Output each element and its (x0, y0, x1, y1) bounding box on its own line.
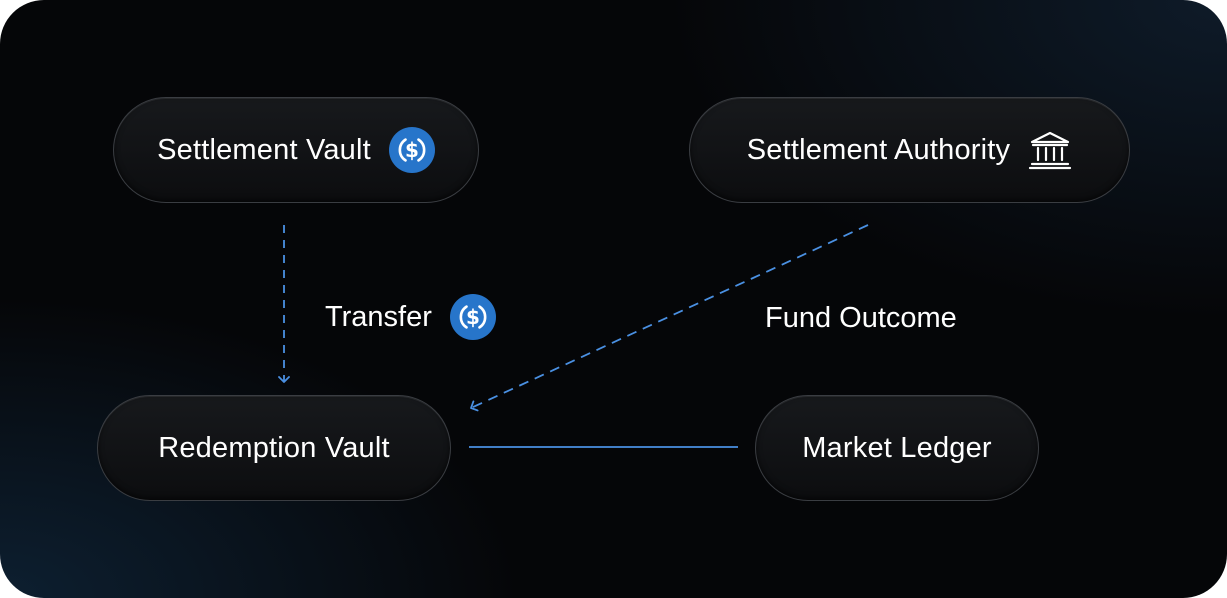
node-settlement-vault: Settlement Vault $ (113, 97, 479, 203)
edge-label-fund-outcome-text: Fund Outcome (765, 301, 957, 334)
node-market-ledger: Market Ledger (755, 395, 1039, 501)
edge-label-fund-outcome: Fund Outcome (765, 298, 957, 338)
edge-label-transfer: Transfer $ (325, 294, 496, 340)
usdc-coin-icon: $ (388, 127, 435, 173)
svg-text:$: $ (405, 138, 419, 162)
usdc-coin-icon: $ (449, 294, 496, 340)
edge-label-transfer-text: Transfer (325, 300, 432, 333)
node-settlement-authority-label: Settlement Authority (746, 133, 1011, 166)
node-settlement-authority: Settlement Authority (689, 97, 1130, 203)
edge-fund-outcome-arrow (470, 224, 869, 412)
bank-building-icon (1028, 130, 1072, 170)
node-settlement-vault-label: Settlement Vault (157, 133, 371, 166)
node-market-ledger-label: Market Ledger (802, 431, 992, 464)
node-redemption-vault: Redemption Vault (97, 395, 451, 501)
node-redemption-vault-label: Redemption Vault (158, 431, 390, 464)
svg-text:$: $ (466, 305, 480, 329)
